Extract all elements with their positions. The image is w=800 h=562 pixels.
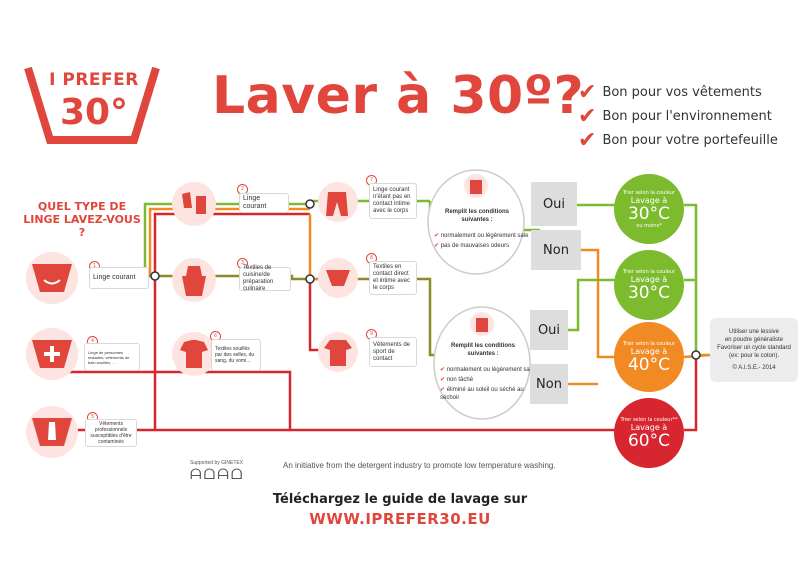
- conditions-panel-2: [433, 306, 531, 420]
- item-label: Linge courant n'étant pas en contact int…: [370, 184, 416, 218]
- subcategory-label: Textiles souillés par des selles, du san…: [212, 340, 260, 370]
- initiative-text: An initiative from the detergent industr…: [283, 461, 556, 470]
- condition-item: ✔ normalement ou légèrement sale: [434, 233, 529, 239]
- answer-yes: Oui: [530, 310, 568, 350]
- stained-shirt-icon: [172, 332, 216, 376]
- apron-icon: [172, 258, 216, 302]
- conditions-title: Remplit les conditions suivantes :: [450, 343, 515, 357]
- benefit-item: ✔Bon pour votre portefeuille: [578, 128, 778, 153]
- question-heading: QUEL TYPE DE LINGE LAVEZ-VOUS ?: [23, 200, 141, 239]
- subcategory-label: Textiles de cuisine/de préparation culin…: [240, 265, 290, 292]
- checkmark-icon: ✔: [578, 80, 597, 105]
- website-link[interactable]: WWW.IPREFER30.EU: [309, 510, 491, 528]
- benefit-item: ✔Bon pour vos vêtements: [578, 80, 762, 105]
- category-label: Vêtements professionnels susceptibles d'…: [86, 420, 136, 446]
- condition-item: ✔ éliminé au soleil ou séché au séchoir: [440, 387, 524, 401]
- checkmark-icon: ✔: [578, 104, 597, 129]
- item-label: Textiles en contact direct et intime ave…: [370, 262, 416, 294]
- ginetex-logo-icon: ᗩᗝᗩᗝ: [190, 466, 245, 482]
- condition-item: ✔ normalement ou légèrement sale: [440, 367, 535, 373]
- conditions-panel-1: [427, 169, 525, 275]
- answer-no: Non: [530, 364, 568, 404]
- clothes-icon: [172, 182, 216, 226]
- category-label: Linge de personnes malades, vêtements de…: [85, 344, 139, 370]
- supported-by: Supported by GINETEX: [190, 460, 244, 466]
- basin-cross-icon: [26, 328, 78, 380]
- logo-text: I PREFER: [49, 70, 139, 90]
- result-40: Trier selon la couleur Lavage à 40°C: [614, 322, 684, 392]
- logo-basin-icon: [24, 66, 160, 144]
- category-label: Linge courant: [90, 268, 148, 288]
- result-60: Trier selon la couleur** Lavage à 60°C: [614, 398, 684, 468]
- conditions-title: Remplit les conditions suivantes :: [444, 209, 509, 223]
- logo-number: 30°: [59, 92, 129, 133]
- final-recommendation: Utiliser une lessive en poudre généralis…: [710, 318, 798, 382]
- subcategory-label: Linge courant: [240, 194, 288, 212]
- answer-yes: Oui: [531, 182, 577, 226]
- basin-worker-icon: [26, 406, 78, 458]
- condition-item: ✔ non tâché: [440, 377, 474, 383]
- download-text: Téléchargez le guide de lavage sur: [272, 492, 528, 507]
- item-label: Vêtements de sport de contact: [370, 338, 416, 366]
- page-title: Laver à 30º?: [212, 66, 585, 126]
- result-30-or-less: Trier selon la couleur Lavage à 30°C ou …: [614, 174, 684, 244]
- checkmark-icon: ✔: [578, 128, 597, 153]
- answer-no: Non: [531, 230, 581, 270]
- basin-smile-icon: [26, 252, 78, 304]
- jeans-icon: [318, 182, 358, 222]
- condition-item: ✔ pas de mauvaises odeurs: [434, 243, 510, 249]
- underwear-icon: [318, 258, 358, 298]
- sports-jersey-icon: [318, 332, 358, 372]
- result-30: Trier selon la couleur Lavage à 30°C: [614, 250, 684, 320]
- benefit-item: ✔Bon pour l'environnement: [578, 104, 772, 129]
